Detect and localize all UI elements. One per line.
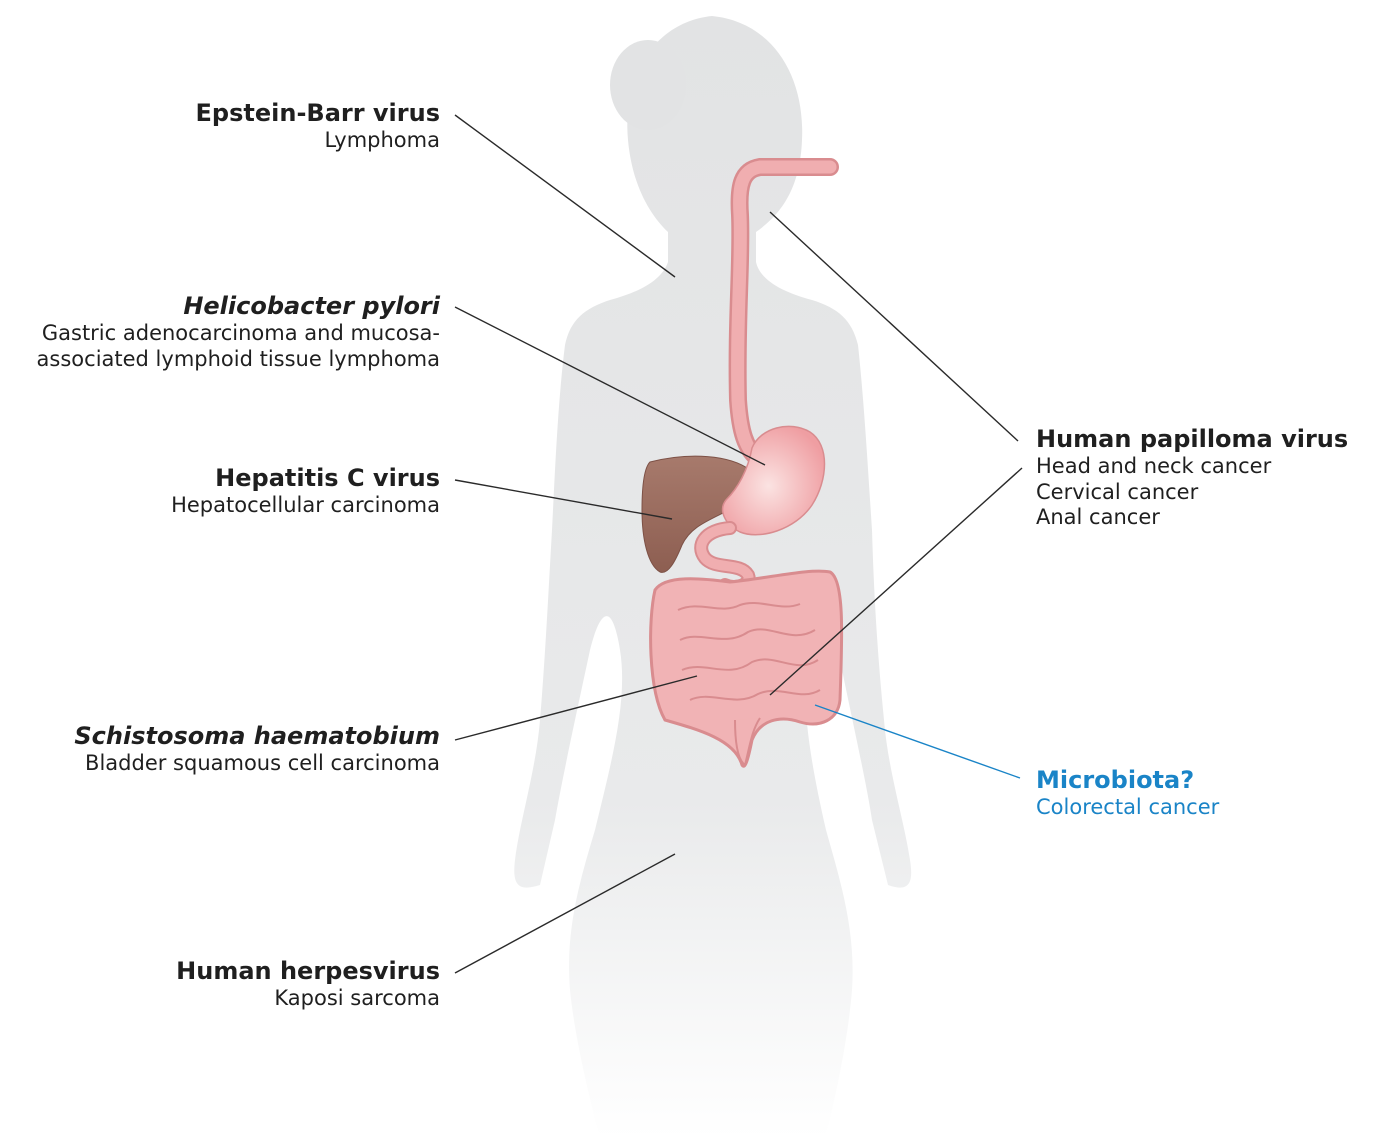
label-hpylori: Helicobacter pylori Gastric adenocarcino… xyxy=(37,292,440,372)
cancer-line: Head and neck cancer xyxy=(1036,454,1348,480)
label-hcv: Hepatitis C virus Hepatocellular carcino… xyxy=(171,464,440,519)
cancer-line: Anal cancer xyxy=(1036,505,1348,531)
label-microbiota: Microbiota? Colorectal cancer xyxy=(1036,766,1219,821)
pathogen-name: Helicobacter pylori xyxy=(37,292,440,321)
cancer-type: Head and neck cancer Cervical cancer Ana… xyxy=(1036,454,1348,531)
label-hhv: Human herpesvirus Kaposi sarcoma xyxy=(176,957,440,1012)
pathogen-name: Schistosoma haematobium xyxy=(74,722,440,751)
pathogen-name: Microbiota? xyxy=(1036,766,1219,795)
label-ebv: Epstein-Barr virus Lymphoma xyxy=(196,99,440,154)
label-hpv: Human papilloma virus Head and neck canc… xyxy=(1036,425,1348,531)
cancer-line: Cervical cancer xyxy=(1036,480,1348,506)
line-microbiota xyxy=(815,705,1020,778)
pathogen-name: Human herpesvirus xyxy=(176,957,440,986)
pathogen-name: Epstein-Barr virus xyxy=(196,99,440,128)
cancer-line: Gastric adenocarcinoma and mucosa- xyxy=(37,321,440,347)
cancer-type: Kaposi sarcoma xyxy=(176,986,440,1012)
human-silhouette xyxy=(514,16,911,1138)
pathogen-name: Hepatitis C virus xyxy=(171,464,440,493)
cancer-type: Hepatocellular carcinoma xyxy=(171,493,440,519)
cancer-type: Gastric adenocarcinoma and mucosa- assoc… xyxy=(37,321,440,372)
cancer-line: associated lymphoid tissue lymphoma xyxy=(37,347,440,373)
cancer-type: Bladder squamous cell carcinoma xyxy=(74,751,440,777)
cancer-type: Lymphoma xyxy=(196,128,440,154)
cancer-type: Colorectal cancer xyxy=(1036,795,1219,821)
pathogen-name: Human papilloma virus xyxy=(1036,425,1348,454)
label-schisto: Schistosoma haematobium Bladder squamous… xyxy=(74,722,440,777)
